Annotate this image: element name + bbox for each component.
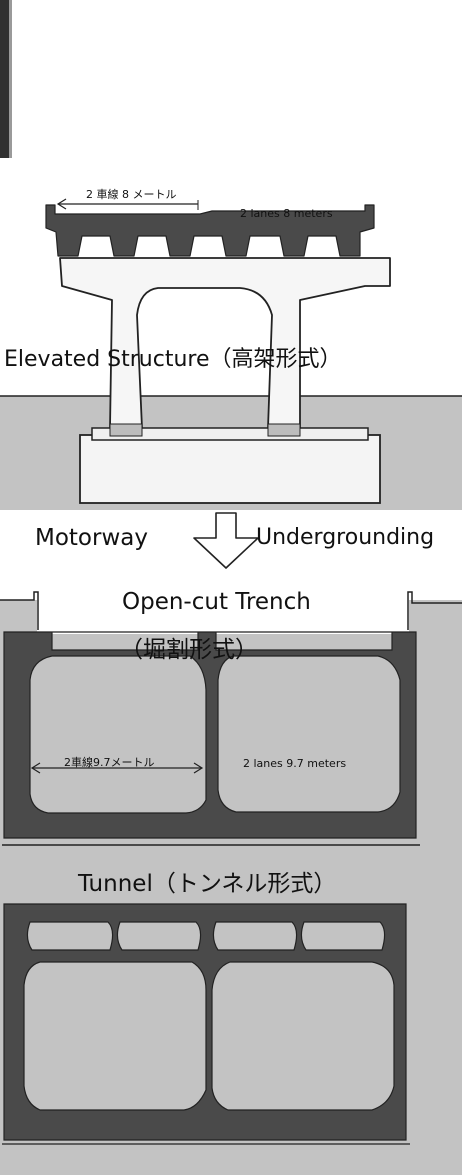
pier-bearing-left (109, 423, 143, 437)
pier-footing (79, 434, 381, 504)
trench-opening (37, 592, 409, 634)
trench-title: Open-cut Trench (122, 589, 311, 615)
trench-title-ja: （堀割形式） (120, 637, 258, 663)
elevated-title: Elevated Structure（高架形式） (4, 347, 342, 372)
elevated-width-label-ja: 2 車線 8 メートル (86, 188, 177, 201)
trench-width-arrowhead-left (30, 762, 41, 774)
elevated-width-label-en: 2 lanes 8 meters (240, 207, 333, 220)
top-left-dark-bar (0, 0, 9, 158)
pier-bearing-right (267, 423, 301, 437)
trench-width-arrowhead-right (193, 762, 204, 774)
transition-right-label: Undergrounding (256, 525, 435, 550)
trench-box (3, 631, 417, 839)
top-left-dark-bar-shadow (9, 0, 12, 158)
elevated-deck (45, 204, 375, 257)
trench-ground-line-left (0, 591, 39, 630)
elevated-width-arrowhead (56, 198, 67, 210)
trench-width-label-en: 2 lanes 9.7 meters (243, 757, 347, 770)
tunnel-box (3, 903, 407, 1141)
trench-ground-line-right (407, 591, 462, 630)
transition-down-arrow (193, 512, 259, 569)
trench-ground (0, 600, 462, 1175)
tunnel-title: Tunnel（トンネル形式） (78, 871, 337, 897)
trench-width-label-ja: 2車線9.7メートル (64, 756, 155, 769)
transition-left-label: Motorway (35, 525, 148, 551)
